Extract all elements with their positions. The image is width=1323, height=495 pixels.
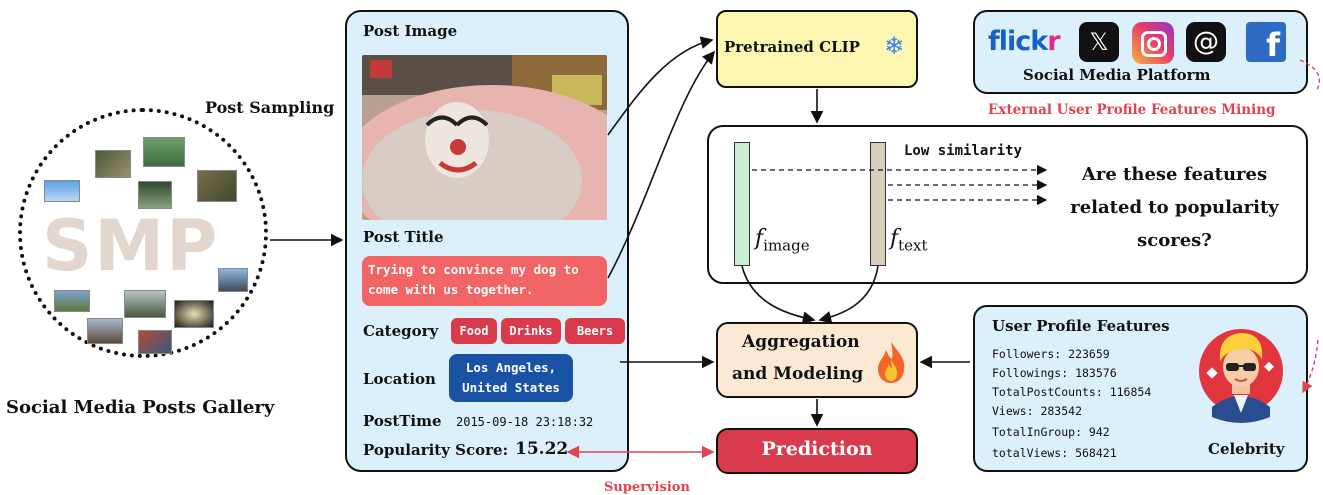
image-to-clip-arrow [607,36,714,136]
gallery-thumb [54,290,90,312]
gallery-title: Social Media Posts Gallery [6,397,275,418]
supervision-label: Supervision [604,480,690,495]
x-icon: 𝕏 [1079,22,1119,62]
profile-row-totalingroup: TotalInGroup: 942 [992,425,1110,439]
post-photo [362,55,607,220]
external-mining-label: External User Profile Features Mining [988,102,1276,118]
category-label: Category [363,322,439,340]
clip-label: Pretrained CLIP [724,38,860,56]
gallery-thumb [124,290,166,318]
instagram-icon [1132,22,1174,64]
gallery-thumb [138,181,172,209]
mining-dashed-arrow-bottom [1302,339,1319,394]
profile-title: User Profile Features [992,317,1170,335]
post-image-label: Post Image [363,22,458,40]
profile-row-followers: Followers: 223659 [992,347,1110,361]
celebrity-avatar-icon [1199,329,1283,423]
profile-row-totalviews: totalViews: 568421 [992,446,1117,460]
threads-icon: @ [1186,22,1226,62]
post-title-text: Trying to convince my dog to come with u… [362,256,607,306]
social-platform-label: Social Media Platform [1023,66,1211,84]
gallery-thumb [197,170,237,202]
gallery-thumb [174,300,214,328]
gallery-thumb [87,318,123,344]
fire-icon [878,342,905,383]
celebrity-label: Celebrity [1208,440,1285,458]
text-bar-to-agg [818,265,879,324]
profile-row-followings: Followings: 183576 [992,366,1117,380]
mining-dashed-arrow-top [1299,59,1321,93]
popularity-value: 15.22 [515,439,569,459]
prediction-label: Prediction [761,438,873,460]
posttime-value: 2015-09-18 23:18:32 [456,415,594,429]
pretrained-clip-box [716,10,918,88]
prediction-box [716,428,918,474]
category-chip-drinks: Drinks [501,318,561,344]
aggregation-label-line2: and Modeling [732,364,864,384]
posts-gallery-circle [18,108,268,358]
snowflake-icon: ❄ [884,32,905,60]
feature-similarity-box [707,125,1308,284]
aggregation-label-line1: Aggregation [742,332,860,352]
category-chip-beers: Beers [565,318,625,344]
location-chip: Los Angeles, United States [449,354,573,402]
gallery-thumb [44,180,80,202]
gallery-thumb [143,137,185,167]
image-feature-bar [734,142,750,266]
profile-row-views: Views: 283542 [992,404,1083,418]
flickr-logo: flickr [988,26,1061,57]
f-text-label: ftext [890,226,928,255]
image-bar-to-agg [741,265,816,324]
popularity-label: Popularity Score: [363,441,509,459]
smp-wordcloud: SMP [42,205,220,287]
posttime-label: PostTime [363,412,442,430]
text-feature-bar [870,142,886,266]
category-chip-food: Food [451,318,497,344]
title-to-clip-arrow [607,50,716,279]
aggregation-modeling-box [716,322,918,398]
gallery-thumb [95,150,131,178]
gallery-thumb [138,330,172,354]
clown-floor-image [362,55,607,220]
profile-row-totalpostcounts: TotalPostCounts: 116854 [992,385,1152,399]
facebook-icon: f [1246,22,1286,64]
post-title-label: Post Title [363,228,444,246]
location-label: Location [363,370,436,388]
gallery-thumb [218,268,248,292]
f-image-label: fimage [755,226,810,255]
feature-question: Are these features related to popularity… [1070,164,1279,251]
low-similarity-label: Low similarity [904,143,1023,159]
post-sampling-label: Post Sampling [205,98,335,117]
